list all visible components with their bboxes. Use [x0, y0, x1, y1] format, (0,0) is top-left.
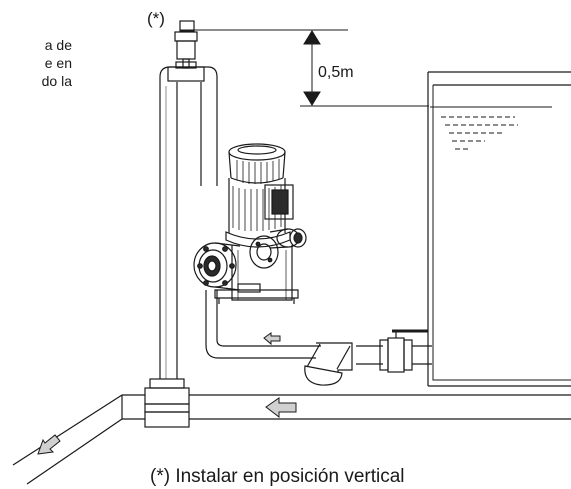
down-left-arrow-icon [37, 434, 61, 455]
filter [304, 342, 353, 386]
left-arrow-icon [265, 397, 297, 419]
discharge-pipe [205, 290, 432, 373]
left-arrow-icon [263, 332, 281, 346]
side-text-line: e en [44, 55, 72, 71]
height-dimension-label: 0,5m [318, 64, 354, 81]
tank [427, 71, 571, 387]
vertical-mark-label: (*) [147, 9, 165, 28]
flow-arrows [37, 332, 297, 455]
dosing-pump [193, 143, 307, 304]
caption: (*) Instalar en posición vertical [150, 466, 405, 487]
vertical-pipe [159, 20, 218, 379]
side-text-line: a de [44, 37, 72, 53]
side-text: a de e en do la [0, 36, 72, 90]
water-surface [430, 106, 552, 150]
side-text-line: do la [41, 73, 72, 89]
main-pipe [12, 378, 571, 485]
height-dimension [180, 29, 429, 107]
